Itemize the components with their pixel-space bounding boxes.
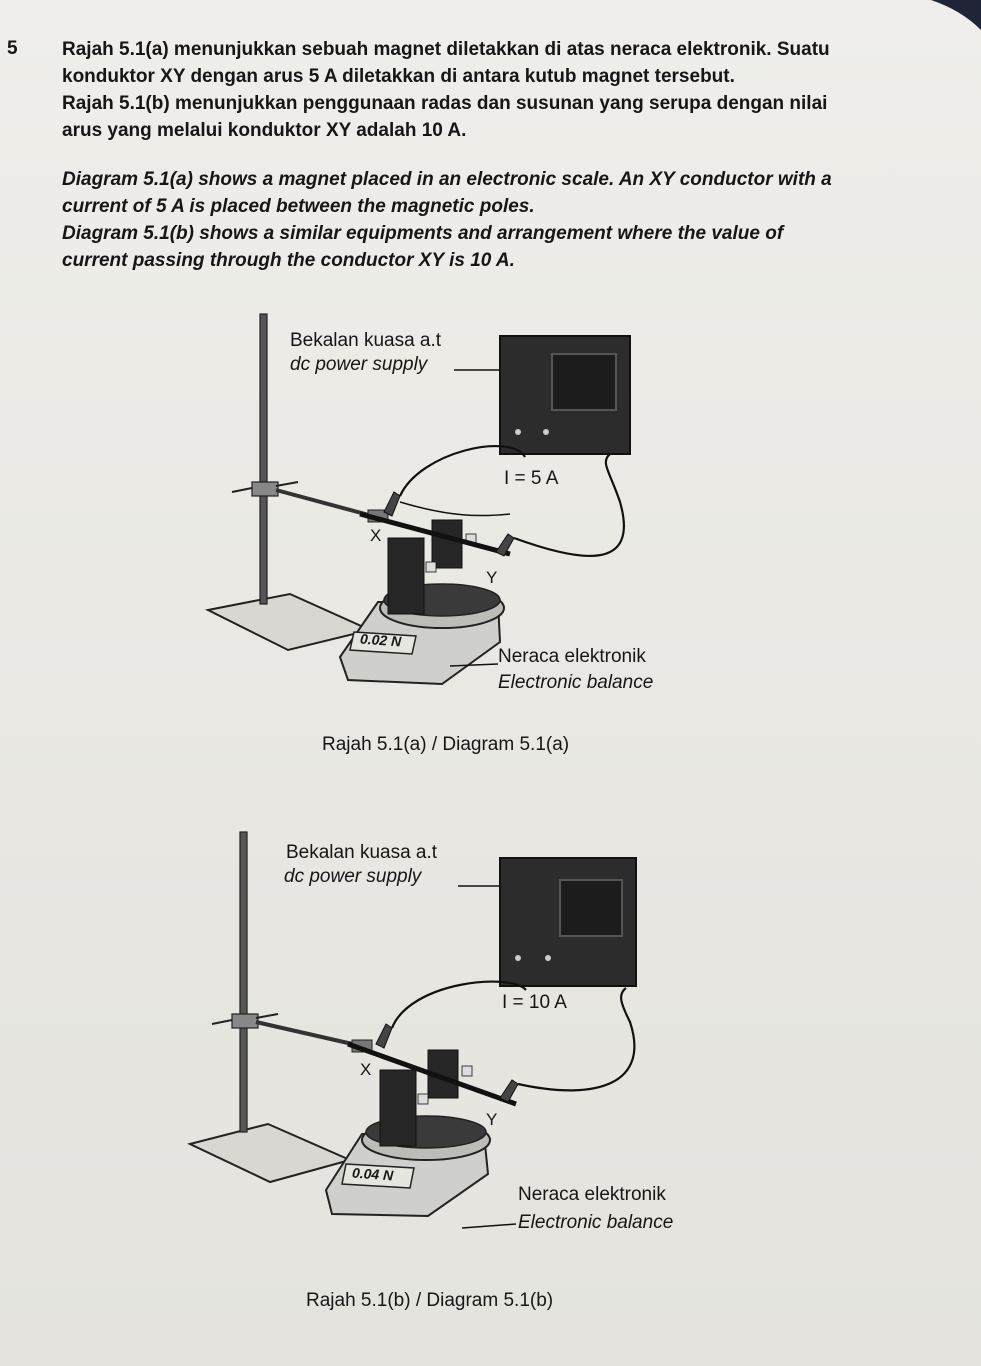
balance-label-malay: Neraca elektronik [498, 646, 646, 667]
magnet-pole-left [387, 537, 425, 615]
balance-label-malay: Neraca elektronik [518, 1184, 666, 1205]
diagram-5-1a: Bekalan kuasa a.t dc power supply I = 5 … [180, 302, 740, 722]
power-supply-label-malay: Bekalan kuasa a.t [286, 842, 438, 863]
conductor-xy [359, 511, 511, 557]
magnet-pole-right [431, 519, 463, 569]
question-text-malay: Rajah 5.1(a) menunjukkan sebuah magnet d… [62, 36, 907, 144]
wire-negative [517, 987, 636, 1092]
balance-label-english: Electronic balance [498, 672, 654, 693]
clip-y [499, 1079, 519, 1103]
question-number: 5 [7, 38, 18, 59]
balance-display [349, 631, 417, 655]
balance-label-english: Electronic balance [518, 1212, 674, 1233]
magnet-pole-left [379, 1069, 417, 1147]
question-text-english: Diagram 5.1(a) shows a magnet placed in … [62, 166, 907, 274]
wire-negative [513, 453, 626, 557]
retort-base [204, 592, 374, 652]
diagram-5-1b: Bekalan kuasa a.t dc power supply I = 10… [180, 822, 740, 1242]
current-label: I = 10 A [502, 992, 567, 1013]
point-x-label: X [360, 1060, 372, 1079]
conductor-xy [347, 1041, 517, 1107]
point-y-label: Y [486, 1110, 498, 1129]
malay-line: arus yang melalui konduktor XY adalah 10… [62, 120, 467, 141]
malay-line: Rajah 5.1(b) menunjukkan penggunaan rada… [62, 93, 828, 114]
power-supply-label-malay: Bekalan kuasa a.t [290, 330, 442, 351]
caption-diagram-5-1a: Rajah 5.1(a) / Diagram 5.1(a) [322, 734, 570, 755]
malay-line: konduktor XY dengan arus 5 A diletakkan … [62, 66, 735, 87]
apparatus-illustration [187, 831, 637, 1229]
power-supply-label-english: dc power supply [284, 866, 422, 887]
wire-positive [390, 980, 527, 1029]
apparatus-illustration [204, 313, 631, 686]
english-line: Diagram 5.1(a) shows a magnet placed in … [62, 169, 832, 190]
power-supply-label-english: dc power supply [290, 354, 428, 375]
retort-rod [259, 313, 268, 605]
point-y-label: Y [486, 568, 498, 587]
retort-rod [239, 831, 248, 1133]
balance-reading: 0.02 N [359, 630, 402, 650]
balance-reading: 0.04 N [351, 1164, 394, 1184]
clip-x [383, 491, 401, 517]
english-line: current passing through the conductor XY… [62, 250, 515, 271]
balance-display [341, 1163, 415, 1189]
malay-line: Rajah 5.1(a) menunjukkan sebuah magnet d… [62, 39, 830, 60]
clamp-boss [231, 1013, 259, 1029]
wire-positive [398, 445, 526, 497]
point-x-label: X [370, 526, 382, 545]
caption-diagram-5-1b: Rajah 5.1(b) / Diagram 5.1(b) [306, 1290, 554, 1311]
clip-y [495, 533, 515, 557]
english-line: Diagram 5.1(b) shows a similar equipment… [62, 223, 784, 244]
english-line: current of 5 A is placed between the mag… [62, 196, 535, 217]
page-corner-shadow [931, 0, 981, 30]
clamp-boss [251, 481, 279, 497]
clip-x [375, 1023, 393, 1049]
retort-base [187, 1122, 353, 1184]
current-label: I = 5 A [504, 468, 559, 489]
